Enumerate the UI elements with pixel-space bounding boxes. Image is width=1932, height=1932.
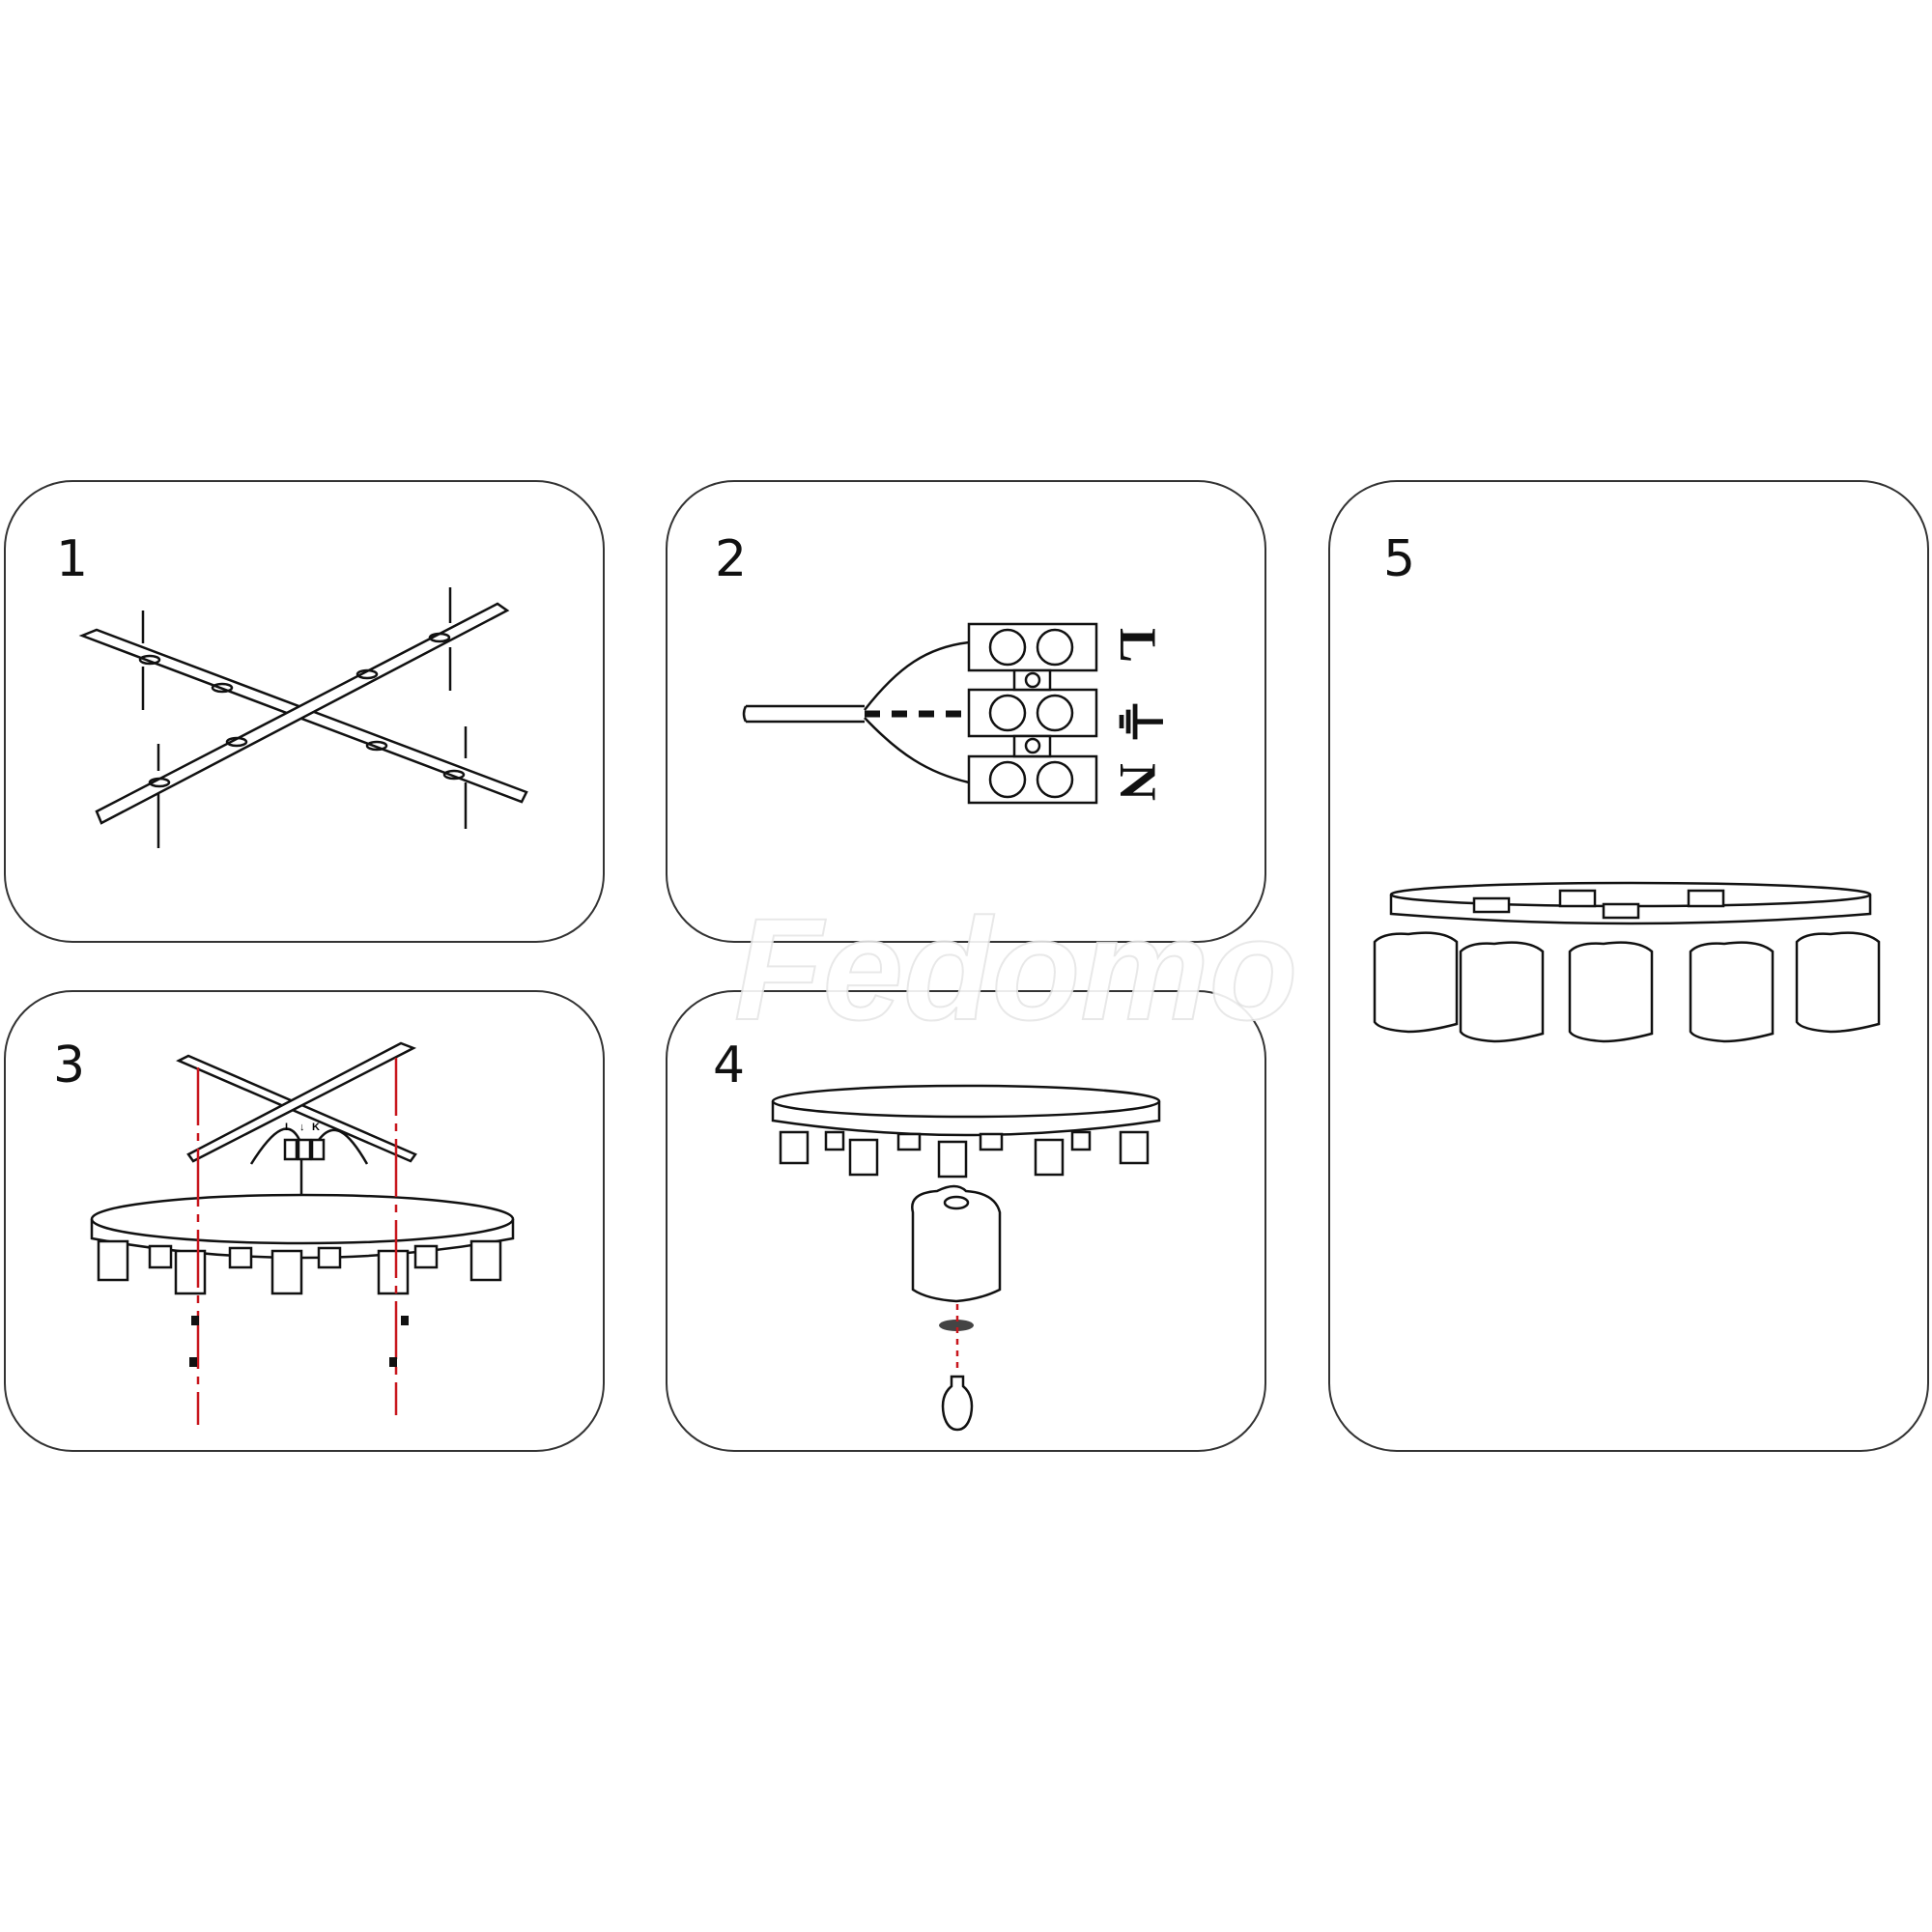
- screw-anchors: [141, 587, 468, 848]
- terminal-block-drawing: L ⏚ N: [742, 622, 1167, 805]
- label-earth-small: ↓: [299, 1122, 305, 1133]
- label-earth: ⏚: [1109, 696, 1167, 748]
- step-number-5: 5: [1383, 530, 1415, 588]
- step-number-2: 2: [715, 530, 747, 588]
- watermark: Fedomo: [734, 888, 1297, 1050]
- panel-step-2: [666, 480, 1266, 943]
- finished-chandelier-drawing: [1373, 881, 1881, 1043]
- label-neutral: N: [1109, 763, 1167, 801]
- step-number-4: 4: [713, 1037, 745, 1094]
- step-number-1: 1: [56, 530, 88, 588]
- label-live: L: [1109, 628, 1167, 663]
- label-neutral-small: K: [312, 1122, 320, 1133]
- label-live-small: L: [285, 1122, 292, 1133]
- cross-bracket-drawing: [78, 587, 528, 848]
- step-number-3: 3: [53, 1037, 85, 1094]
- glass-shades: [1373, 931, 1881, 1043]
- shade-bulb-assembly-drawing: [771, 1084, 1161, 1432]
- bracket-ring-assembly-drawing: L ↓ K: [90, 1041, 515, 1425]
